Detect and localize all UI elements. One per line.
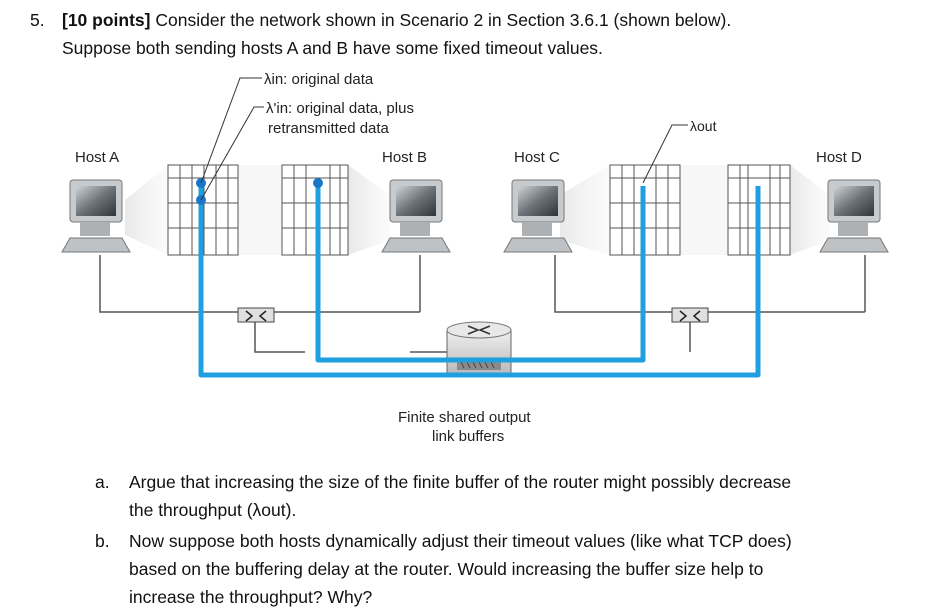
part-a: a. Argue that increasing the size of the… [95,468,915,524]
flow-dot-b-top [313,178,323,188]
computer-host-a-icon [61,179,131,253]
shade-ab [238,165,282,255]
computer-host-b-icon [381,179,451,253]
legend-lambda-in: λin: original data [264,71,374,88]
host-b-label: Host B [382,149,427,166]
question-number: 5. [30,10,45,30]
question-parts: a. Argue that increasing the size of the… [95,468,915,611]
host-c-label: Host C [514,149,560,166]
question-line-1: [10 points] Consider the network shown i… [62,6,731,34]
shade-b [348,165,390,255]
lambda-out-label: λout [690,118,717,134]
part-a-line-2: the throughput (λout). [129,500,297,520]
shade-a [125,165,168,255]
buffer-label-2: link buffers [432,428,504,445]
switch-right [671,307,709,323]
part-b: b. Now suppose both hosts dynamically ad… [95,527,915,611]
part-b-line-1: Now suppose both hosts dynamically adjus… [129,531,792,551]
part-b-marker: b. [95,531,110,551]
router [446,321,512,376]
legend-lambda-in-prime-2: retransmitted data [268,120,390,137]
question-text-1: Consider the network shown in Scenario 2… [155,10,732,30]
question-line-2: Suppose both sending hosts A and B have … [62,38,603,58]
shade-c [560,165,610,255]
switch-left [237,307,275,323]
buffer-label-1: Finite shared output [398,409,531,426]
part-b-line-3: increase the throughput? Why? [129,587,373,607]
computer-host-d-icon [819,179,889,253]
legend-lambda-in-prime-1: λ'in: original data, plus [266,100,414,117]
host-a-label: Host A [75,149,119,166]
part-a-line-1: Argue that increasing the size of the fi… [129,472,792,492]
part-b-line-2: based on the buffering delay at the rout… [129,559,764,579]
computer-host-c-icon [503,179,573,253]
shade-cd [680,165,728,255]
question-points: [10 points] [62,10,151,30]
shade-d [790,165,830,255]
leader-lines [200,77,688,201]
flow-lines [198,183,761,378]
host-d-label: Host D [816,149,862,166]
buffer-2 [281,164,349,256]
part-a-marker: a. [95,472,110,492]
